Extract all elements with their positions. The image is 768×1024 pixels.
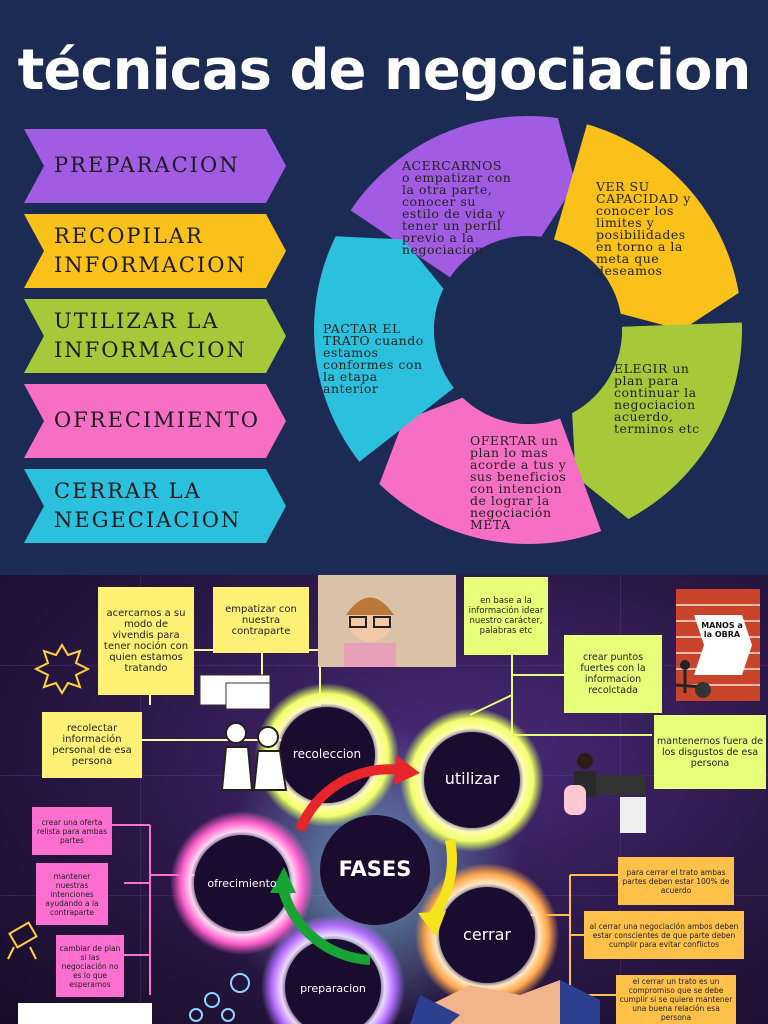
step-utilizar: UTILIZAR LA INFORMACION (24, 299, 286, 373)
step-recopilar: RECOPILAR INFORMACION (24, 214, 286, 288)
arrow-shape (24, 299, 286, 373)
note-compromiso: el cerrar un trato es un compromiso que … (616, 975, 736, 1024)
wheel-label-ofertar: OFERTAR un plan lo mas acorde a tus y su… (470, 433, 567, 532)
step-ofrecimiento: OFRECIMIENTO (24, 384, 286, 458)
step-label: RECOPILAR INFORMACION (54, 223, 247, 277)
ring-recoleccion: recoleccion (292, 747, 362, 761)
note-conscientes: al cerrar una negociación ambos deben es… (584, 911, 744, 959)
ring-utilizar: utilizar (444, 769, 500, 788)
note-idear: en base a la información idear nuestro c… (464, 577, 548, 655)
fases-diagram: recoleccion utilizar ofrecimiento cerrar… (0, 575, 768, 1024)
cycle-wheel (314, 115, 742, 544)
wheel-label-pactar: PACTAR EL TRATO cuando estamos conformes… (323, 321, 424, 396)
step-cerrar: CERRAR LA NEGECIACION (24, 469, 286, 543)
wheel-segment-1 (350, 115, 576, 278)
arrow-shape (24, 129, 286, 203)
note-cambiar-plan: cambiar de plan si las negociación no es… (56, 935, 124, 997)
note-recolectar: recolectar información personal de esa p… (42, 712, 142, 778)
step-label: UTILIZAR LA INFORMACION (54, 308, 247, 362)
step-label: PREPARACION (54, 153, 240, 178)
step-preparacion: PREPARACION (24, 129, 286, 203)
arrow-shape (24, 214, 286, 288)
note-disgustos: mantenernos fuera de los disgustos de es… (654, 715, 766, 789)
arrow-shape (24, 469, 286, 543)
note-acuerdo: para cerrar el trato ambas partes deben … (618, 857, 734, 905)
note-puntos-fuertes: crear puntos fuertes con la informacion … (564, 635, 662, 713)
note-empatizar: empatizar con nuestra contraparte (213, 587, 309, 653)
ring-cerrar: cerrar (463, 925, 511, 944)
wheel-label-ver-capacidad: VER SU CAPACIDAD y conocer los limites y… (596, 179, 691, 278)
bottom-card (18, 1003, 152, 1024)
note-acercarnos: acercarnos a su modo de vivendis para te… (98, 587, 194, 695)
wheel-segment-4 (379, 397, 602, 544)
step-label: CERRAR LA NEGECIACION (54, 478, 242, 532)
fases-center-label: FASES (338, 857, 412, 881)
sign-manos-a-la-obra: MANOS a la OBRA (701, 621, 743, 639)
infographic-top: técnicas de negociacion PREPARACION RECO… (17, 38, 752, 544)
wheel-label-acercarnos: ACERCARNOS o empatizar con la otra parte… (402, 158, 512, 257)
wheel-segment-3 (572, 322, 742, 519)
wheel-segment-2 (553, 124, 739, 330)
note-oferta: crear una oferta relista para ambas part… (32, 807, 112, 855)
wheel-label-elegir: ELEGIR un plan para continuar la negocia… (614, 361, 700, 436)
wheel-segment-5 (314, 236, 454, 462)
wheel-center (434, 236, 622, 424)
ring-preparacion: preparacion (300, 982, 366, 995)
arrow-shape (24, 384, 286, 458)
note-intenciones: mantener nuestras intenciones ayudando a… (36, 863, 108, 925)
fases-graphics (7, 575, 760, 1024)
step-label: OFRECIMIENTO (54, 408, 261, 433)
ring-ofrecimiento: ofrecimiento (207, 877, 277, 890)
page-title: técnicas de negociacion (17, 38, 752, 103)
